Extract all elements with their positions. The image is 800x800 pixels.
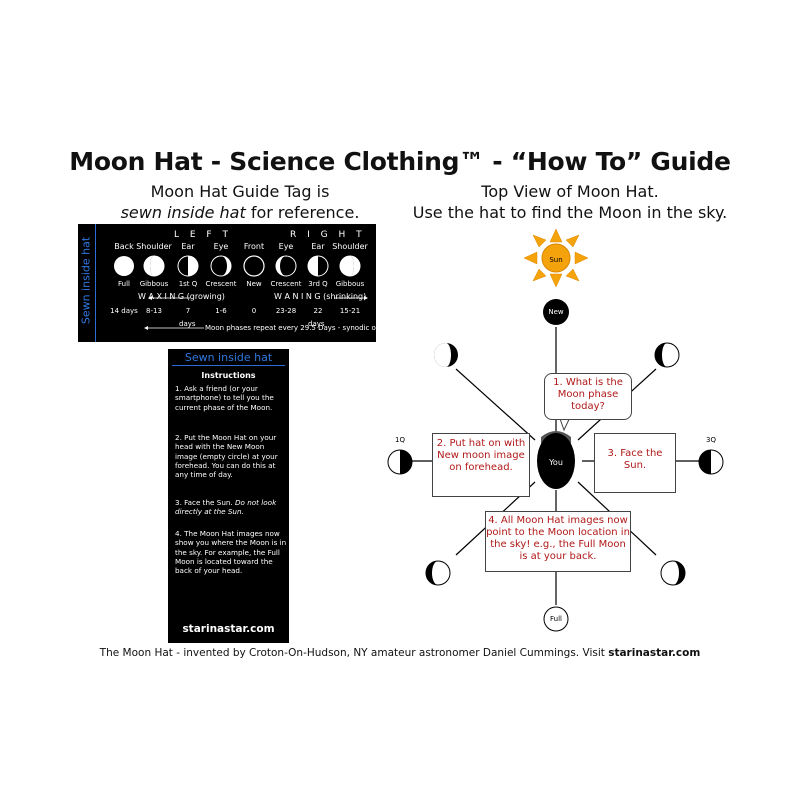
tag-position-label: Ear <box>181 242 195 251</box>
guide-tag-subtitle: Moon Hat Guide Tag is sewn inside hat fo… <box>70 181 410 223</box>
tag-phase-label: Crescent <box>205 280 237 288</box>
first-quarter-icon <box>177 255 199 277</box>
new-moon-icon <box>543 299 569 325</box>
page-title: Moon Hat - Science Clothing™ - “How To” … <box>69 147 731 176</box>
tag-days-label: 7 <box>185 307 191 315</box>
sun-label: Sun <box>549 256 563 264</box>
tag-days-label: 15-21 <box>339 307 361 315</box>
lower-right-moon-icon <box>660 560 686 586</box>
waxing-gibbous-icon <box>143 255 165 277</box>
full-moon-label: Full <box>550 615 562 623</box>
question-bubble-moon-phase: 1. What is the Moon phase today? <box>544 373 632 420</box>
left-heading: L E F T <box>174 230 232 240</box>
waxing-crescent-icon <box>210 255 232 277</box>
tag-days-label: 22 <box>313 307 323 315</box>
tag-position-label: Eye <box>278 242 294 251</box>
right-heading: R I G H T <box>290 230 366 240</box>
tag-days-label: 1-6 <box>215 307 227 315</box>
instruction-step-3-warning: Do not look directly at the Sun. <box>175 498 277 517</box>
instruction-step-3-text: 3. Face the Sun. <box>175 498 236 507</box>
upper-left-moon-icon <box>434 343 458 367</box>
tag-position-label: Front <box>243 242 265 251</box>
tag-phase-label: New <box>246 280 262 288</box>
instruction-step-1: 1. Ask a friend (or your smartphone) to … <box>175 384 274 412</box>
head-avatar <box>537 431 575 489</box>
lower-left-moon-icon <box>425 560 451 586</box>
tag-phase-label: 1st Q <box>178 280 198 288</box>
guide-tag-arrows <box>144 296 368 330</box>
tag-phase-label: Full <box>118 280 130 288</box>
guide-tag-subtitle-emphasis: sewn inside hat <box>120 203 246 222</box>
tag-position-label: Eye <box>213 242 229 251</box>
third-quarter-moon-icon <box>698 449 724 475</box>
full-moon-icon <box>114 256 134 276</box>
footer-credit: The Moon Hat - invented by Croton-On-Hud… <box>0 647 800 659</box>
step-box-put-hat-on: 2. Put hat on with New moon image on for… <box>432 433 530 497</box>
instruction-step-3: 3. Face the Sun. Do not look directly at… <box>175 498 287 517</box>
guide-tag-side-label: Sewn inside hat <box>78 224 96 342</box>
tag-position-label: Ear <box>311 242 325 251</box>
tag-phase-label: Gibbous <box>335 280 365 288</box>
instruction-step-4: 4. The Moon Hat images now show you wher… <box>175 529 287 576</box>
instructions-card: Sewn inside hat Instructions 1. Ask a fr… <box>168 349 289 643</box>
days-unit-label: days <box>179 320 196 328</box>
tag-phase-label: 3rd Q <box>308 280 328 288</box>
top-view-subtitle-line2: Use the hat to find the Moon in the sky. <box>412 203 728 222</box>
instructions-heading: Instructions <box>201 371 256 380</box>
full-moon-icon <box>543 606 569 632</box>
third-quarter-icon <box>307 255 329 277</box>
tag-days-label: 14 days <box>110 307 138 315</box>
moon-hat-top-view-diagram: Sun New Full You 1Q 3Q 1. What is the Mo… <box>380 225 800 645</box>
instructions-card-title: Sewn inside hat <box>184 351 273 364</box>
first-quarter-moon-icon <box>387 449 413 475</box>
guide-tag-subtitle-rest: for reference. <box>245 203 360 222</box>
tag-position-label: Shoulder <box>332 242 368 251</box>
upper-right-moon-icon <box>654 342 680 368</box>
step-box-moon-location: 4. All Moon Hat images now point to the … <box>485 511 631 572</box>
waning-label: W A N I N G (shrinking) <box>274 292 367 301</box>
footer-text: The Moon Hat - invented by Croton-On-Hud… <box>99 647 609 659</box>
tag-position-label: Shoulder <box>136 242 172 251</box>
tag-days-label: 0 <box>251 307 257 315</box>
instructions-card-url: starinastar.com <box>182 623 275 635</box>
top-view-subtitle-line1: Top View of Moon Hat. <box>481 182 659 201</box>
synodic-note: Moon phases repeat every 29.5 Days - syn… <box>205 324 388 332</box>
third-quarter-label: 3Q <box>706 436 716 444</box>
tag-days-label: 8-13 <box>146 307 162 315</box>
first-quarter-label: 1Q <box>395 436 405 444</box>
sun-icon <box>523 228 589 288</box>
tag-phase-label: Crescent <box>270 280 302 288</box>
tag-days-label: 23-28 <box>275 307 297 315</box>
waning-crescent-icon <box>275 255 297 277</box>
top-view-subtitle: Top View of Moon Hat. Use the hat to fin… <box>400 181 740 223</box>
tag-phase-label: Gibbous <box>139 280 169 288</box>
new-moon-label: New <box>548 308 564 316</box>
instruction-step-2: 2. Put the Moon Hat on your head with th… <box>175 433 278 480</box>
guide-tag-subtitle-line1: Moon Hat Guide Tag is <box>150 182 330 201</box>
step-box-face-sun: 3. Face the Sun. <box>594 433 676 493</box>
waning-gibbous-icon <box>339 255 361 277</box>
tag-position-label: Back <box>114 242 134 251</box>
instructions-card-divider <box>172 365 285 366</box>
you-label: You <box>549 458 563 467</box>
new-moon-icon <box>243 255 265 277</box>
waxing-label: W A X I N G (growing) <box>138 292 225 301</box>
footer-link[interactable]: starinastar.com <box>608 647 701 659</box>
days-unit-label-right: days <box>308 320 325 328</box>
